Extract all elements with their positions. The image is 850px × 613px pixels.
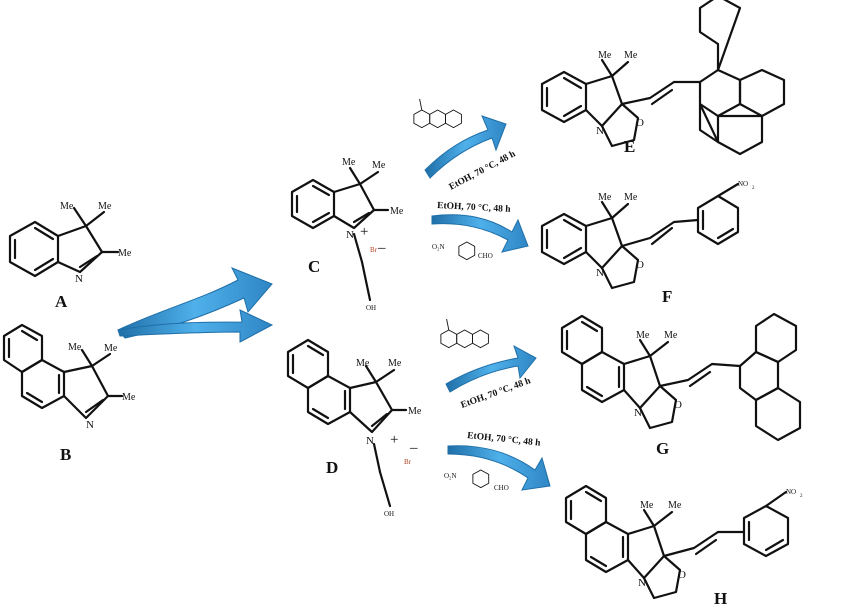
atom-label: N [596, 267, 604, 279]
reaction-arrow-3: EtOH, 70 °C, 48 h [440, 318, 537, 411]
reagent-label: O₂N [444, 472, 457, 480]
nitro-label: NO [738, 180, 748, 188]
reagent-anthraldehyde-2 [440, 318, 489, 349]
compound-b-structure: Me Me Me N [2, 323, 136, 431]
atom-label: O [674, 399, 682, 411]
atom-label: Me [624, 50, 638, 61]
anion-charge: – [409, 440, 418, 456]
atom-label: Me [98, 201, 112, 212]
atom-label: Me [636, 330, 650, 341]
cation-charge: + [390, 432, 398, 448]
atom-label: Me [372, 160, 386, 171]
atom-label: Me [118, 248, 132, 259]
atom-label: Me [342, 157, 356, 168]
nitro-label: NO [786, 488, 796, 496]
compound-f-structure: Me Me N O NO 2 [540, 180, 755, 290]
compound-label-c: C [308, 257, 320, 276]
atom-label: N [596, 125, 604, 137]
compound-d-structure: Me Me Me N + – Br OH [286, 338, 422, 518]
bromide-label: Br [370, 246, 378, 254]
condition-text-4: EtOH, 70 °C, 48 h [467, 430, 542, 449]
reagent-label: O₂N [432, 243, 445, 251]
atom-label: Me [60, 201, 74, 212]
atom-label: N [638, 577, 646, 589]
reagent-label: CHO [478, 252, 493, 260]
atom-label: Me [122, 392, 136, 403]
reagent-nitrobenzaldehyde-2 [472, 469, 490, 489]
compound-e-structure: Me Me N O [540, 0, 786, 156]
compound-label-e: E [624, 137, 635, 156]
atom-label: Me [68, 342, 82, 353]
reaction-arrow-4: EtOH, 70 °C, 48 h O₂N CHO [444, 430, 551, 492]
atom-label: Me [664, 330, 678, 341]
atom-label: OH [384, 510, 394, 518]
atom-label: N [75, 273, 83, 285]
atom-label: N [86, 419, 94, 431]
compound-label-d: D [326, 458, 338, 477]
nitro-subscript: 2 [752, 186, 755, 191]
atom-label: O [678, 569, 686, 581]
reagent-label: CHO [494, 484, 509, 492]
compound-label-f: F [662, 287, 672, 306]
reagent-nitrobenzaldehyde-1 [458, 241, 476, 261]
reaction-arrow-1: EtOH, 70 °C, 48 h [413, 98, 518, 193]
atom-label: N [346, 229, 354, 241]
atom-label: O [636, 259, 644, 271]
compound-label-h: H [714, 589, 727, 608]
atom-label: Me [598, 192, 612, 203]
compound-c-structure: Me Me Me N + – Br OH [290, 157, 404, 312]
compound-label-b: B [60, 445, 71, 464]
atom-label: Me [668, 500, 682, 511]
atom-label: OH [366, 304, 376, 312]
compound-h-structure: Me Me N O NO 2 [564, 484, 803, 600]
bromide-label: Br [404, 458, 412, 466]
split-arrow [117, 267, 274, 343]
anion-charge: – [377, 240, 386, 256]
condition-text-2: EtOH, 70 °C, 48 h [437, 200, 512, 215]
nitro-subscript: 2 [800, 494, 803, 499]
atom-label: Me [356, 358, 370, 369]
atom-label: Me [388, 358, 402, 369]
atom-label: Me [408, 406, 422, 417]
atom-label: N [366, 435, 374, 447]
reagent-anthraldehyde-1 [413, 98, 462, 129]
cation-charge: + [360, 224, 368, 240]
atom-label: Me [104, 343, 118, 354]
reaction-arrow-2: EtOH, 70 °C, 48 h O₂N CHO [431, 200, 529, 261]
compound-g-structure: Me Me N O [560, 312, 802, 442]
atom-label: Me [624, 192, 638, 203]
atom-label: Me [390, 206, 404, 217]
compound-a-structure: Me Me Me N [8, 201, 132, 285]
compound-label-a: A [55, 292, 68, 311]
atom-label: Me [640, 500, 654, 511]
compound-label-g: G [656, 439, 669, 458]
atom-label: N [634, 407, 642, 419]
atom-label: O [636, 117, 644, 129]
atom-label: Me [598, 50, 612, 61]
